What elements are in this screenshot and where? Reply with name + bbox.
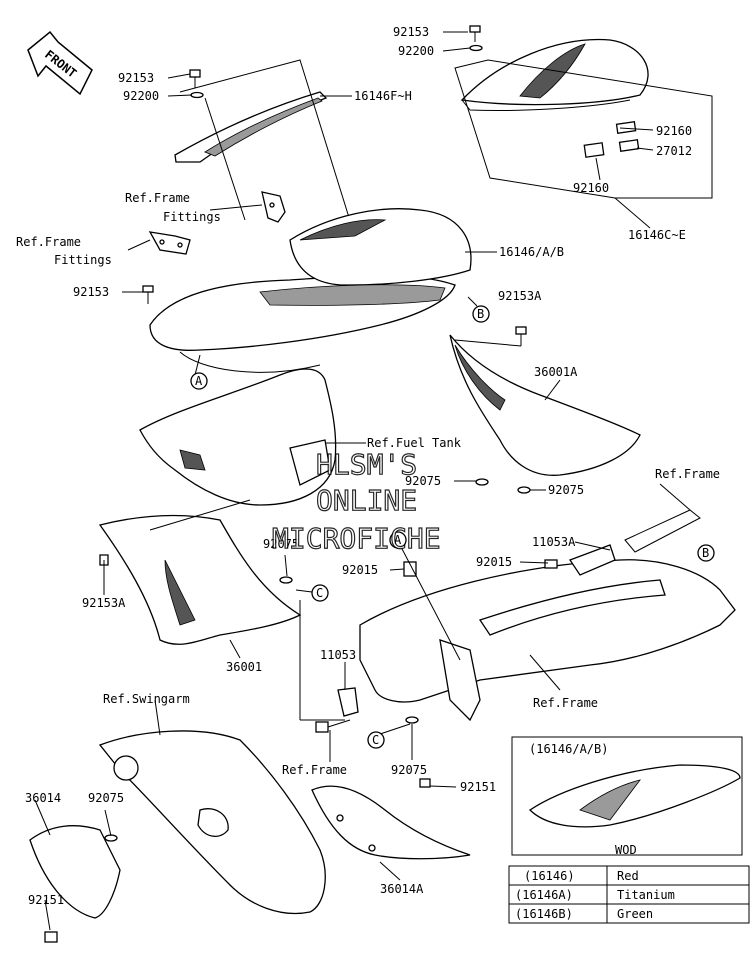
side-panel-36001A <box>449 326 641 494</box>
label-92160-b: 92160 <box>573 181 609 195</box>
label-36001: 36001 <box>226 660 262 674</box>
label-92160-a: 92160 <box>656 124 692 138</box>
chain-guard-36014 <box>29 825 121 943</box>
frame-fitting-bracket-2 <box>148 231 191 255</box>
label-ref-swingarm: Ref.Swingarm <box>103 692 190 706</box>
label-ref-frame-fittings-1b: Fittings <box>163 210 221 224</box>
label-ref-frame-fittings-1a: Ref.Frame <box>125 191 190 205</box>
label-36014: 36014 <box>25 791 61 805</box>
label-92151-left: 92151 <box>28 893 64 907</box>
table-row-2-part: (16146A) <box>515 888 573 902</box>
label-11053: 11053 <box>320 648 356 662</box>
callout-B-right-label: B <box>702 546 709 560</box>
label-92075-d: 92075 <box>391 763 427 777</box>
watermark-line-3: MICROFICHE <box>272 522 441 555</box>
label-16146F-H: 16146F~H <box>354 89 412 103</box>
callout-B-top: B <box>472 305 490 323</box>
callout-C-bottom: C <box>367 731 385 749</box>
label-92015-a: 92015 <box>342 563 378 577</box>
label-36014A: 36014A <box>380 882 424 896</box>
callout-A-top: A <box>190 372 208 390</box>
seat-cowl-16146C-E <box>454 38 713 199</box>
table-row-1-color: Red <box>617 869 639 883</box>
leader-lines <box>34 31 691 931</box>
label-36001A: 36001A <box>534 365 578 379</box>
label-92075-b: 92075 <box>548 483 584 497</box>
frame-fitting-bracket-1 <box>261 191 286 223</box>
callout-B-top-label: B <box>477 307 484 321</box>
callout-A-top-label: A <box>195 374 203 388</box>
label-27012: 27012 <box>656 144 692 158</box>
inset-color-variant: (16146/A/B) WOD <box>511 736 743 857</box>
side-cover-16146-A-B <box>149 208 472 373</box>
label-ref-frame-fittings-2b: Fittings <box>54 253 112 267</box>
watermark-line-1: HLSM'S <box>316 448 417 481</box>
callout-A-mid: A <box>389 531 407 549</box>
front-arrow-icon: FRONT <box>27 30 93 96</box>
screw-92153-top <box>469 25 483 52</box>
callout-C-left: C <box>311 584 329 602</box>
side-panel-36001 <box>98 514 302 645</box>
inset-caption: WOD <box>615 843 637 857</box>
callout-C-bottom-label: C <box>372 733 379 747</box>
washer-92075-d <box>405 716 419 724</box>
chain-cover-36014A <box>311 778 471 860</box>
table-row-3-color: Green <box>617 907 653 921</box>
watermark-line-2: ONLINE <box>316 484 417 517</box>
label-92075-c: 92075 <box>263 537 299 551</box>
watermark: HLSM'S ONLINE MICROFICHE <box>271 447 441 555</box>
label-92075-e: 92075 <box>88 791 124 805</box>
swingarm <box>98 730 326 915</box>
label-ref-frame-fittings-2a: Ref.Frame <box>16 235 81 249</box>
label-ref-frame-3: Ref.Frame <box>282 763 347 777</box>
screw-92153-mid <box>142 285 154 304</box>
label-ref-fuel-tank: Ref.Fuel Tank <box>367 436 462 450</box>
label-92015-b: 92015 <box>476 555 512 569</box>
table-row-3-part: (16146B) <box>515 907 573 921</box>
label-92153A-left: 92153A <box>82 596 126 610</box>
label-11053A: 11053A <box>532 535 576 549</box>
label-16146-A-B: 16146/A/B <box>499 245 564 259</box>
label-92153-mid: 92153 <box>73 285 109 299</box>
fuel-tank <box>139 368 337 506</box>
callout-A-mid-label: A <box>394 533 402 547</box>
table-row-1-part: (16146) <box>524 869 575 883</box>
clip-11053 <box>337 687 359 717</box>
bolt-ref-frame <box>315 719 351 733</box>
inset-title: (16146/A/B) <box>529 742 608 756</box>
frame <box>359 509 736 722</box>
label-ref-frame-1: Ref.Frame <box>655 467 720 481</box>
tail-piece-16146F-H <box>174 59 357 241</box>
color-table: (16146) Red (16146A) Titanium (16146B) G… <box>508 865 750 924</box>
label-92200-left: 92200 <box>123 89 159 103</box>
label-92153-left: 92153 <box>118 71 154 85</box>
label-16146C-E: 16146C~E <box>628 228 686 242</box>
label-92153-top: 92153 <box>393 25 429 39</box>
table-row-2-color: Titanium <box>617 888 675 902</box>
callout-B-right: B <box>697 544 715 562</box>
label-92151-right: 92151 <box>460 780 496 794</box>
label-92200-top: 92200 <box>398 44 434 58</box>
label-92075-a: 92075 <box>405 474 441 488</box>
label-ref-frame-2: Ref.Frame <box>533 696 598 710</box>
callout-C-left-label: C <box>316 586 323 600</box>
label-92153A-right: 92153A <box>498 289 542 303</box>
